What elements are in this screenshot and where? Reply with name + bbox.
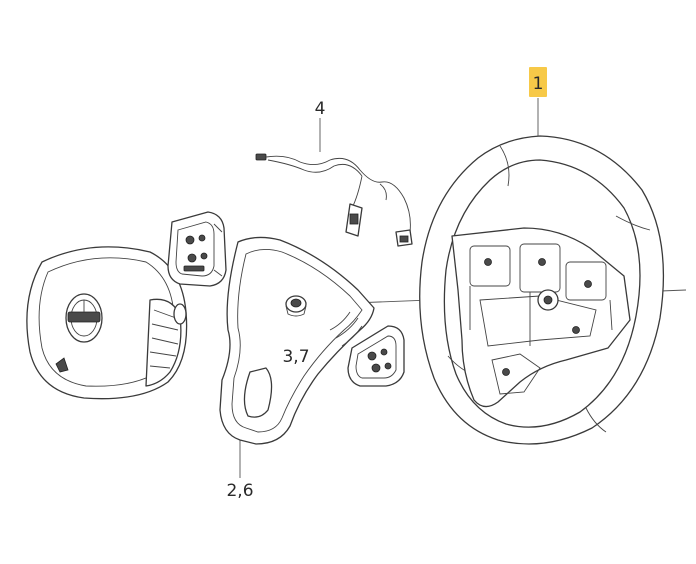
callout-part-1: 1	[533, 74, 544, 94]
switch-module-left	[167, 211, 227, 287]
callouts: 1 4 3,7 2,6	[226, 67, 547, 501]
rear-cover	[219, 236, 375, 445]
steering-wheel	[419, 135, 665, 445]
airbag-module	[26, 246, 188, 400]
screw	[285, 295, 307, 317]
volvo-logo-icon	[65, 293, 103, 343]
wheel-hub-mechanism	[469, 243, 613, 395]
callout-1-highlight	[529, 67, 547, 97]
callout-part-4: 4	[315, 99, 326, 119]
callout-part-3-7: 3,7	[282, 347, 309, 367]
wiring-harness	[255, 153, 413, 247]
switch-module-right	[347, 325, 405, 387]
callout-part-2-6: 2,6	[226, 481, 253, 501]
